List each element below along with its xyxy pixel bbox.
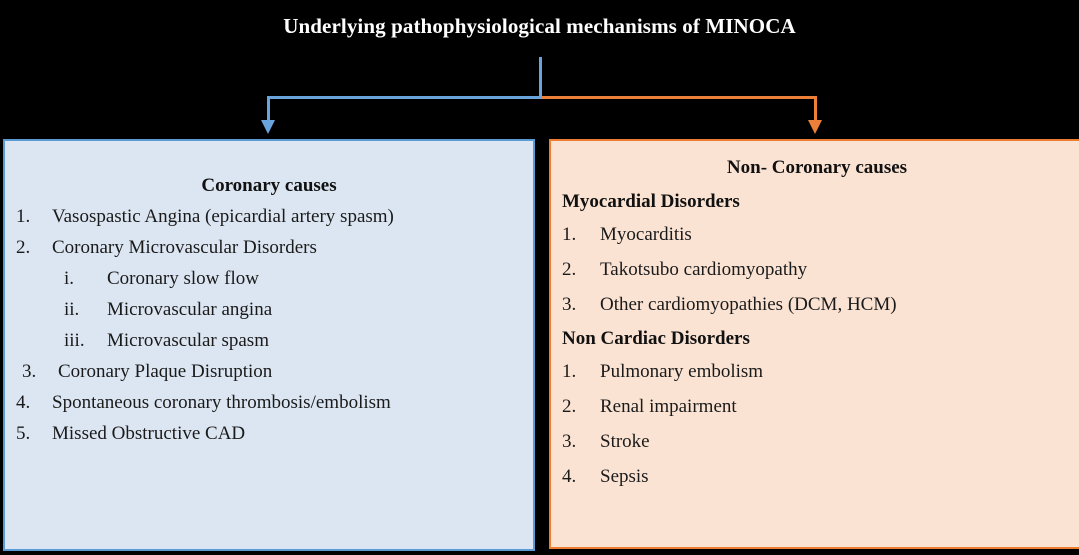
list-item: 1. Myocarditis (551, 224, 1079, 246)
connector-vertical-right (814, 96, 817, 122)
arrowhead-left-icon (261, 120, 275, 134)
section-list: 1. Pulmonary embolism 2. Renal impairment 3.… (551, 361, 1079, 488)
list-item-marker: 2. (562, 259, 577, 280)
list-item: 1. Pulmonary embolism (551, 361, 1079, 383)
list-item-marker: 1. (16, 206, 31, 227)
list-item: 4. Sepsis (551, 466, 1079, 488)
list-item-marker: 2. (16, 237, 31, 258)
list-item-label: Sepsis (600, 466, 649, 487)
list-item: iii. Microvascular spasm (5, 330, 533, 352)
non-coronary-causes-box: Non- Coronary causes Myocardial Disorder… (549, 139, 1079, 549)
list-item: ii. Microvascular angina (5, 299, 533, 321)
list-item-label: Spontaneous coronary thrombosis/embolism (52, 392, 391, 413)
section-list: 1. Myocarditis 2. Takotsubo cardiomyopathy 3… (551, 224, 1079, 316)
list-item-label: Coronary slow flow (107, 268, 259, 289)
section-heading: Myocardial Disorders (562, 191, 740, 212)
list-item: 4. Spontaneous coronary thrombosis/emboli… (5, 392, 533, 414)
list-item-label: Renal impairment (600, 396, 737, 417)
list-item-label: Other cardiomyopathies (DCM, HCM) (600, 294, 897, 315)
list-item-marker: 3. (562, 294, 577, 315)
list-item: 1. Vasospastic Angina (epicardial artery … (5, 206, 533, 228)
list-item-marker: 1. (562, 224, 577, 245)
page-title: Underlying pathophysiological mechanisms… (283, 14, 796, 38)
list-item-label: Vasospastic Angina (epicardial artery sp… (52, 206, 394, 227)
list-item: 3. Other cardiomyopathies (DCM, HCM) (551, 294, 1079, 316)
list-item-label: Coronary Plaque Disruption (58, 361, 273, 382)
list-item-marker: 4. (562, 466, 577, 487)
list-item-label: Microvascular spasm (107, 330, 269, 351)
connector-stem (539, 57, 542, 98)
list-item-label: Stroke (600, 431, 650, 452)
coronary-causes-box: Coronary causes 1. Vasospastic Angina (ep… (3, 139, 535, 551)
list-item-marker: ii. (64, 299, 80, 320)
coronary-box-title: Coronary causes (201, 175, 337, 196)
list-item-label: Pulmonary embolism (600, 361, 764, 382)
list-item: 5. Missed Obstructive CAD (5, 423, 533, 445)
non-coronary-box-title: Non- Coronary causes (726, 157, 908, 178)
list-item-marker: iii. (64, 330, 85, 351)
list-item-marker: 3. (562, 431, 577, 452)
list-item-label: Missed Obstructive CAD (52, 423, 246, 444)
list-item-label: Coronary Microvascular Disorders (52, 237, 317, 258)
list-item-label: Takotsubo cardiomyopathy (600, 259, 808, 280)
list-item-label: Microvascular angina (107, 299, 273, 320)
section-heading: Non Cardiac Disorders (562, 328, 750, 349)
list-item-label: Myocarditis (600, 224, 692, 245)
list-item-marker: i. (64, 268, 75, 289)
non-coronary-sections: Myocardial Disorders 1. Myocarditis 2. Takot… (551, 191, 1079, 488)
arrowhead-right-icon (808, 120, 822, 134)
connector-horizontal-right (541, 96, 817, 99)
list-item: 3. Stroke (551, 431, 1079, 453)
list-item-marker: 4. (16, 392, 31, 413)
list-item-marker: 3. (22, 361, 37, 382)
list-item-marker: 2. (562, 396, 577, 417)
list-item: 3. Coronary Plaque Disruption (5, 361, 533, 383)
list-item: 2. Renal impairment (551, 396, 1079, 418)
connector-vertical-left (267, 96, 270, 122)
list-item-marker: 1. (562, 361, 577, 382)
list-item: 2. Coronary Microvascular Disorders (5, 237, 533, 259)
list-item: 2. Takotsubo cardiomyopathy (551, 259, 1079, 281)
connector-horizontal-left (267, 96, 541, 99)
list-item: i. Coronary slow flow (5, 268, 533, 290)
list-item-marker: 5. (16, 423, 31, 444)
coronary-causes-list: 1. Vasospastic Angina (epicardial artery … (5, 206, 533, 445)
